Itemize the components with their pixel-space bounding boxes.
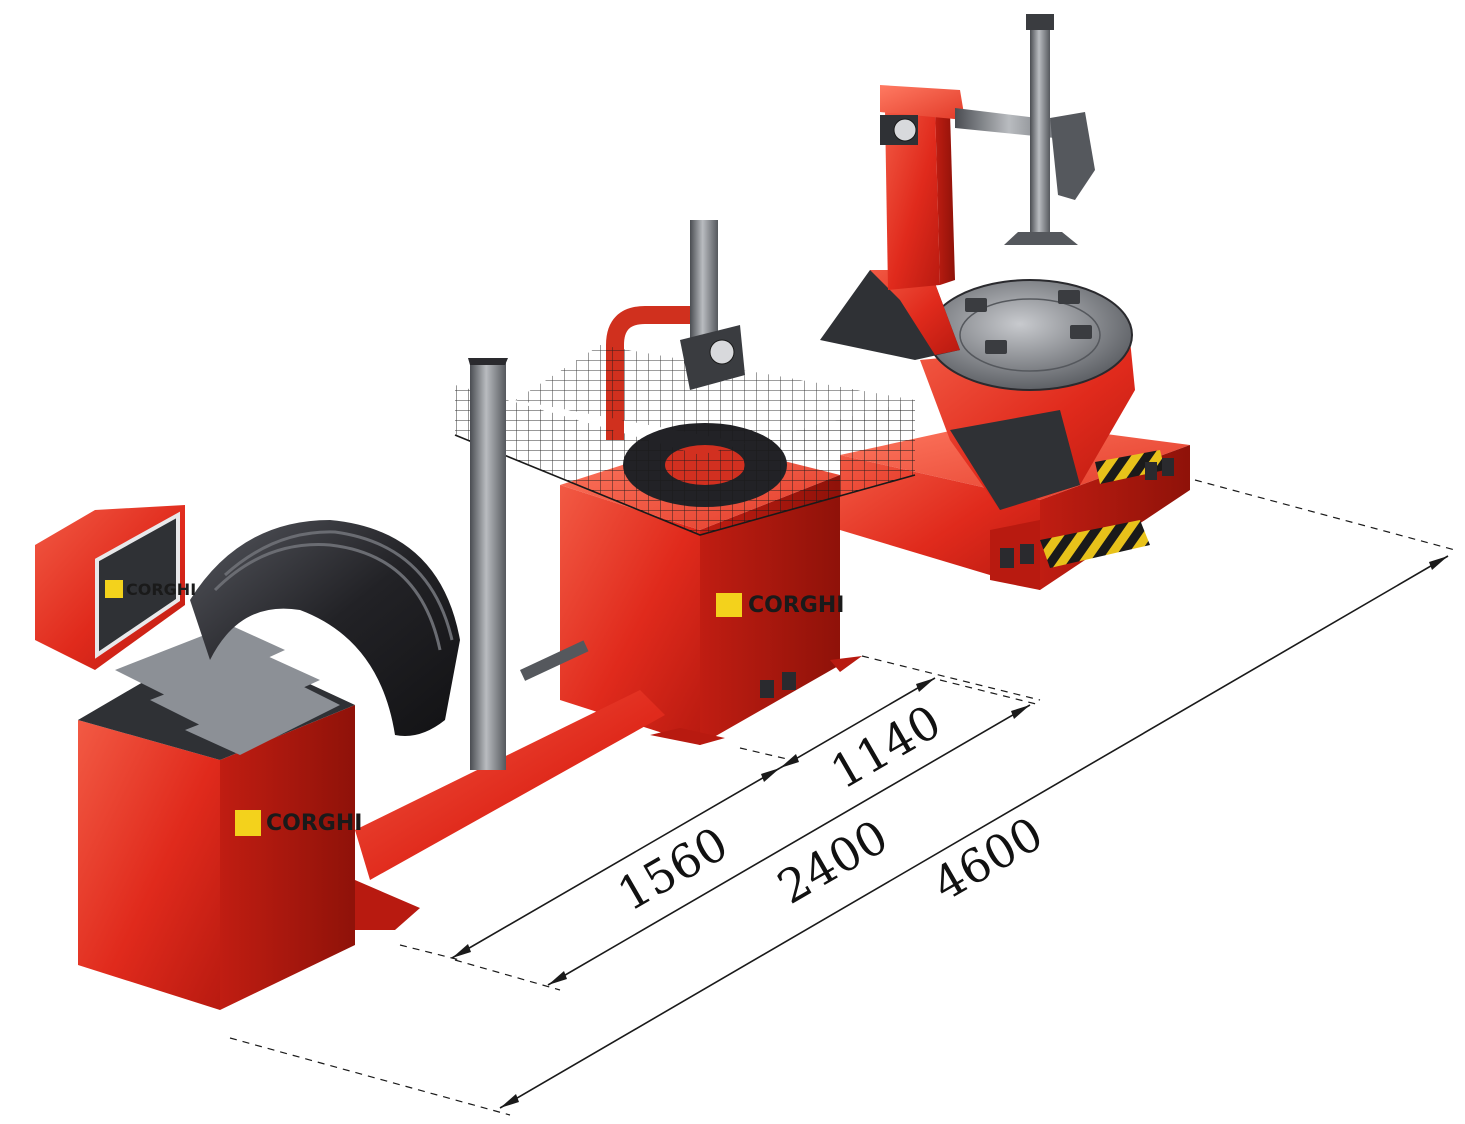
dim-label-4600: 4600: [924, 806, 1052, 911]
arrow-4600-a: [500, 1094, 519, 1108]
weight-tray: [115, 625, 340, 755]
changer-arm-bracket: [1050, 112, 1095, 200]
pressure-gauge: [893, 118, 917, 142]
lift-foot: [650, 728, 725, 745]
cage-gauge: [709, 339, 735, 365]
changer-pedals: [1000, 458, 1174, 568]
ext-line-lift-right: [861, 655, 1041, 701]
arrow-2400-b: [1011, 705, 1030, 719]
monitor-screen: [95, 511, 180, 659]
mount-head-tool: [1004, 232, 1078, 245]
tool-rod-cap: [1026, 14, 1054, 30]
ext-line-2400-start: [454, 959, 561, 991]
tyre-changer: [820, 14, 1190, 590]
arrow-1560-b: [761, 768, 780, 782]
hazard-lift-plate: [1040, 520, 1150, 568]
dim-line-2400: [547, 704, 1031, 986]
balancer-cabinet-front: [78, 720, 220, 1010]
dim-line-1140: [779, 677, 936, 769]
monitor-logo-text: CORGHI: [126, 580, 196, 599]
changer-hopper-dark: [950, 410, 1080, 510]
lift-pedals: [760, 672, 796, 698]
arrow-4600-b: [1429, 556, 1448, 570]
dim-label-1140: 1140: [822, 694, 950, 799]
air-pipe: [606, 306, 690, 440]
cage-post: [690, 220, 718, 350]
changer-foot-beam: [990, 520, 1040, 590]
balancer-beam: [355, 690, 665, 880]
arrow-1560-a: [452, 944, 471, 958]
mast-cap: [468, 358, 508, 365]
cabinet-logo-text: CORGHI: [266, 811, 362, 836]
lift-box-side: [700, 475, 840, 745]
ext-line-changer: [1194, 479, 1456, 551]
cabinet-logo: CORGHI: [235, 810, 362, 836]
ext-line-lift-left: [739, 747, 801, 763]
balancer-shaft: [519, 640, 589, 681]
lift-foot-2: [830, 656, 862, 672]
dim-label-2400: 2400: [769, 809, 897, 914]
dim-line-1560: [451, 767, 781, 959]
changer-column-side: [935, 105, 955, 285]
balancer-cabinet-side: [220, 705, 355, 1010]
column-head: [880, 85, 965, 120]
column-base-red: [870, 270, 960, 355]
ext-line-balancer-cabinet: [229, 1037, 511, 1116]
dim-label-1560: 1560: [609, 816, 737, 921]
balancer-beam-end: [355, 880, 420, 930]
arrow-1140-b: [916, 678, 935, 692]
ext-line-balancer-beam: [399, 944, 461, 961]
changer-column: [885, 105, 940, 290]
turntable-ring: [959, 298, 1101, 372]
ext-line-2400-end: [939, 679, 1041, 706]
wheel-balancer: CORGHI CORGHI: [35, 358, 665, 1010]
hazard-plate-2: [1095, 450, 1165, 484]
wheel-lift-unit: CORGHI: [454, 220, 916, 745]
wheel-guard-hood: [190, 520, 460, 736]
turntable-clamps: [965, 290, 1092, 354]
balancer-mast: [470, 360, 506, 770]
dim-line-4600: [499, 555, 1449, 1109]
lift-box-front: [560, 485, 700, 745]
arrow-2400-a: [548, 971, 567, 985]
safety-cage-front: [455, 385, 915, 535]
turntable: [927, 279, 1133, 391]
monitor-logo: CORGHI: [105, 580, 196, 599]
lift-logo: CORGHI: [716, 593, 844, 618]
arrow-1140-a: [780, 754, 799, 768]
tool-rod: [1030, 22, 1050, 237]
lift-logo-text: CORGHI: [748, 593, 844, 618]
cage-frame: [454, 434, 916, 536]
hood-ridge-1: [213, 543, 442, 651]
hood-ridge-2: [223, 530, 454, 641]
